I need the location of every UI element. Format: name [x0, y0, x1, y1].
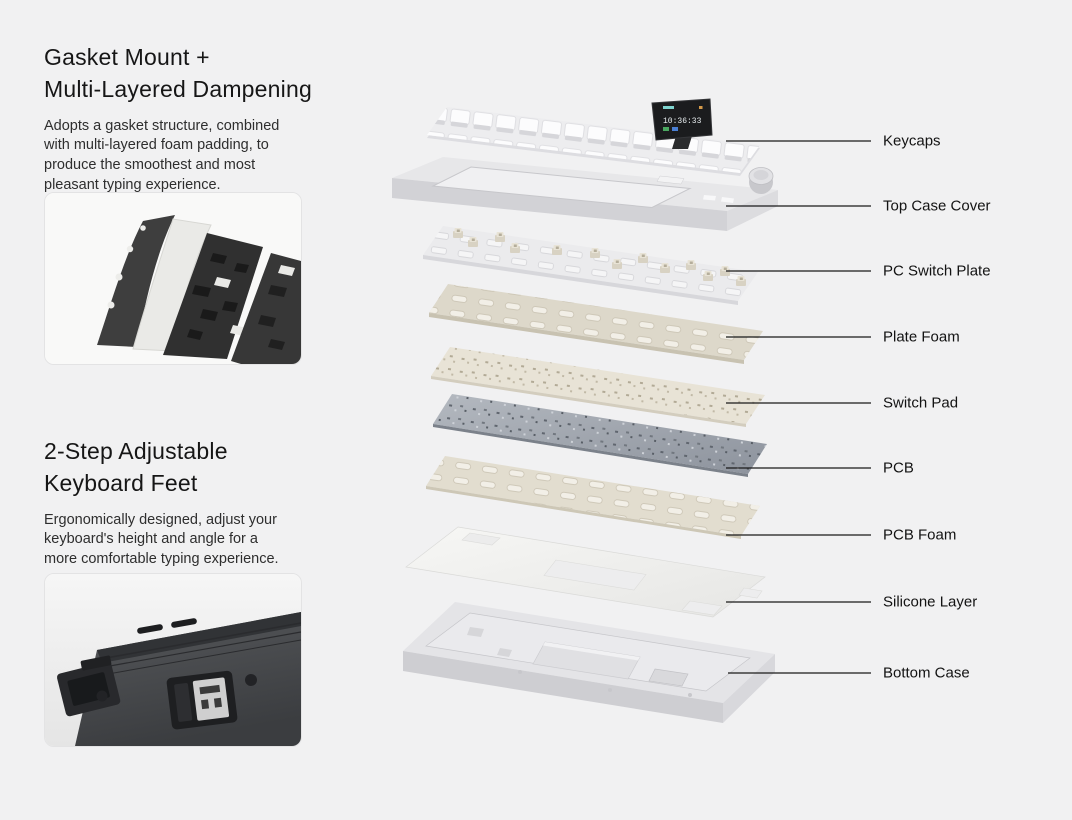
layer-label-switch-pad: Switch Pad [883, 394, 959, 412]
layer-label-silicone: Silicone Layer [883, 593, 978, 611]
layer-label-pcb: PCB [883, 459, 914, 477]
body-line: pleasant typing experience. [44, 176, 221, 193]
body-line: keyboard's height and angle for a [44, 531, 258, 548]
gasket-section-body: Adopts a gasket structure, combined with… [44, 117, 344, 196]
heading-line: Multi-Layered Dampening [44, 76, 312, 103]
layer-label-bottom-case: Bottom Case [883, 664, 970, 682]
layer-top-case [392, 157, 778, 231]
body-line: produce the smoothest and most [44, 157, 256, 174]
usb-dongle-compartment [166, 670, 238, 730]
heading-line: Gasket Mount + [44, 44, 210, 71]
gasket-section-heading: Gasket Mount + Multi-Layered Dampening [44, 41, 374, 105]
layer-bottom-case [403, 602, 775, 723]
foam-layers-image [44, 192, 302, 365]
layer-switch-pad [431, 347, 765, 427]
layer-pcb [433, 394, 767, 477]
keyboard-feet-image [44, 573, 302, 747]
body-line: with multi-layered foam padding, to [44, 137, 269, 154]
layer-label-switch-plate: PC Switch Plate [883, 262, 991, 280]
foam-layers-illustration [45, 193, 301, 364]
layer-plate-foam [429, 284, 763, 364]
mounted-switches [453, 228, 746, 286]
feet-section-body: Ergonomically designed, adjust your keyb… [44, 511, 344, 570]
layer-label-top-case: Top Case Cover [883, 197, 991, 215]
body-line: more comfortable typing experience. [44, 551, 279, 568]
screen-display: 10:36:33 [651, 98, 713, 149]
feet-section-heading: 2-Step Adjustable Keyboard Feet [44, 435, 374, 499]
keyboard-feet-illustration [45, 574, 301, 746]
heading-line: Keyboard Feet [44, 470, 198, 497]
leader-lines [726, 140, 871, 674]
layer-switch-plate [423, 226, 758, 305]
layer-keycaps: 10:36:33 [427, 98, 760, 176]
layer-silicone [405, 526, 766, 618]
heading-line: 2-Step Adjustable [44, 438, 228, 465]
layer-label-pcb-foam: PCB Foam [883, 526, 957, 544]
layer-pcb-foam [426, 456, 760, 539]
body-line: Ergonomically designed, adjust your [44, 511, 277, 528]
layer-label-plate-foam: Plate Foam [883, 328, 960, 346]
knob [748, 167, 774, 194]
screen-time: 10:36:33 [663, 117, 702, 126]
body-line: Adopts a gasket structure, combined [44, 117, 280, 134]
layer-label-keycaps: Keycaps [883, 132, 941, 150]
